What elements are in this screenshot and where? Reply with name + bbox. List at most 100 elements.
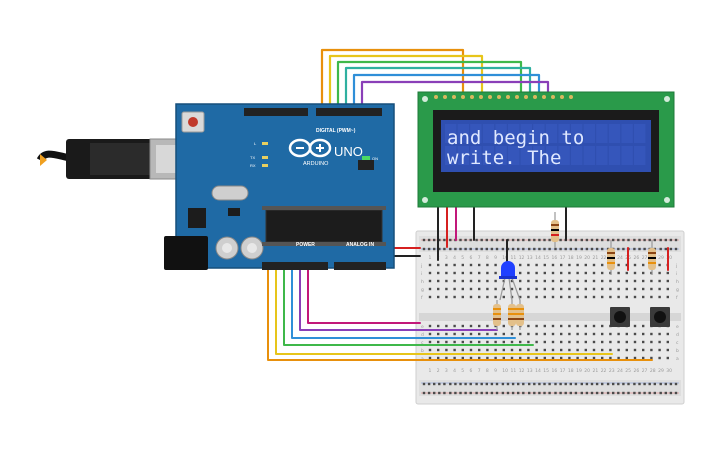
digital-header-label: DIGITAL (PWM~)	[316, 128, 356, 134]
arduino-brand-label: ARDUINO	[303, 161, 329, 167]
row-letter: i	[421, 271, 422, 277]
column-number: 12	[519, 255, 525, 261]
column-number: 9	[494, 368, 497, 374]
row-letter: a	[676, 357, 679, 362]
resistor-button-1[interactable]	[607, 240, 615, 275]
column-number: 29	[658, 255, 664, 261]
row-letter: d	[421, 332, 424, 338]
column-number: 5	[461, 368, 464, 374]
row-letter: f	[676, 295, 678, 301]
row-letter: i	[676, 271, 677, 277]
column-number: 27	[642, 255, 648, 261]
column-number: 10	[502, 255, 508, 261]
atmega-chip	[265, 209, 383, 243]
on-led	[362, 156, 370, 160]
resistor-led-2[interactable]	[508, 300, 516, 330]
pushbutton-2[interactable]	[650, 307, 670, 327]
pushbutton-1[interactable]	[610, 307, 630, 327]
lcd-line-1: and begin to	[447, 127, 584, 149]
pushbuttons	[610, 307, 670, 327]
column-number: 12	[519, 368, 525, 374]
wire-green-top	[336, 60, 523, 114]
column-number: 9	[494, 255, 497, 261]
row-letter: h	[676, 279, 679, 285]
resistor-lcd[interactable]	[551, 212, 559, 248]
column-number: 17	[560, 255, 566, 261]
row-letter: g	[676, 288, 679, 293]
wire-purple-top	[360, 80, 550, 114]
column-number: 14	[535, 368, 541, 374]
row-letter: j	[420, 263, 422, 269]
column-number: 27	[642, 368, 648, 374]
lcd-character-grid	[445, 124, 646, 165]
column-number: 2	[437, 368, 440, 374]
led-l-label: L	[254, 141, 257, 146]
row-letter: e	[421, 325, 424, 330]
column-number: 19	[576, 368, 582, 374]
row-letter: g	[421, 288, 424, 293]
column-number: 30	[666, 255, 672, 261]
column-number: 29	[658, 368, 664, 374]
column-number: 15	[543, 368, 549, 374]
lcd-pin-header	[434, 95, 573, 99]
row-letter: c	[676, 341, 679, 346]
column-number: 7	[478, 255, 481, 261]
column-number: 26	[634, 368, 640, 374]
resistor-button-2[interactable]	[648, 240, 656, 275]
column-number: 16	[552, 368, 558, 374]
column-number: 5	[461, 255, 464, 261]
column-number: 22	[601, 368, 607, 374]
breadboard-column-numbers: 1122334455667788991010111112121313141415…	[429, 255, 673, 374]
column-number: 17	[560, 368, 566, 374]
column-number: 21	[593, 368, 599, 374]
power-jack	[164, 236, 208, 270]
row-letter: f	[421, 295, 423, 301]
on-led-label: ON	[372, 156, 378, 161]
led-rx-label: RX	[250, 163, 256, 168]
resistor-led-3[interactable]	[516, 300, 524, 330]
column-number: 15	[543, 255, 549, 261]
arduino-logo	[288, 138, 332, 158]
power-header-label: POWER	[296, 242, 315, 248]
column-number: 11	[511, 368, 517, 374]
column-number: 1	[429, 255, 432, 261]
column-number: 24	[617, 255, 623, 261]
row-letter: j	[675, 263, 677, 269]
column-number: 10	[502, 368, 508, 374]
blue-led[interactable]	[499, 261, 521, 301]
column-number: 20	[584, 368, 590, 374]
column-number: 8	[486, 255, 489, 261]
row-letter: h	[421, 279, 424, 285]
breadboard-holes	[422, 238, 678, 395]
arduino-uno-board[interactable]: ARDUINO UNO DIGITAL (PWM~) POWER ANALOG …	[164, 103, 395, 270]
column-number: 4	[453, 368, 456, 374]
column-number: 24	[617, 368, 623, 374]
column-number: 13	[527, 255, 533, 261]
column-number: 26	[634, 255, 640, 261]
led-tx-label: TX	[250, 155, 255, 160]
column-number: 20	[584, 255, 590, 261]
column-number: 25	[625, 368, 631, 374]
wire-orange-top	[320, 48, 465, 114]
resistor-led-1[interactable]	[493, 300, 501, 330]
column-number: 8	[486, 368, 489, 374]
wire-blue-top	[352, 73, 541, 114]
column-number: 4	[453, 255, 456, 261]
column-number: 6	[470, 255, 473, 261]
column-number: 3	[445, 255, 448, 261]
resistors	[493, 212, 656, 330]
column-number: 3	[445, 368, 448, 374]
column-number: 18	[568, 255, 574, 261]
column-number: 19	[576, 255, 582, 261]
column-number: 30	[666, 368, 672, 374]
row-letter: e	[676, 325, 679, 330]
column-number: 14	[535, 255, 541, 261]
column-number: 11	[511, 255, 517, 261]
row-letter: b	[421, 348, 424, 354]
row-letter: d	[676, 332, 679, 338]
lcd-module[interactable]: and begin to write. The	[417, 91, 675, 208]
column-number: 21	[593, 255, 599, 261]
column-number: 28	[650, 368, 656, 374]
